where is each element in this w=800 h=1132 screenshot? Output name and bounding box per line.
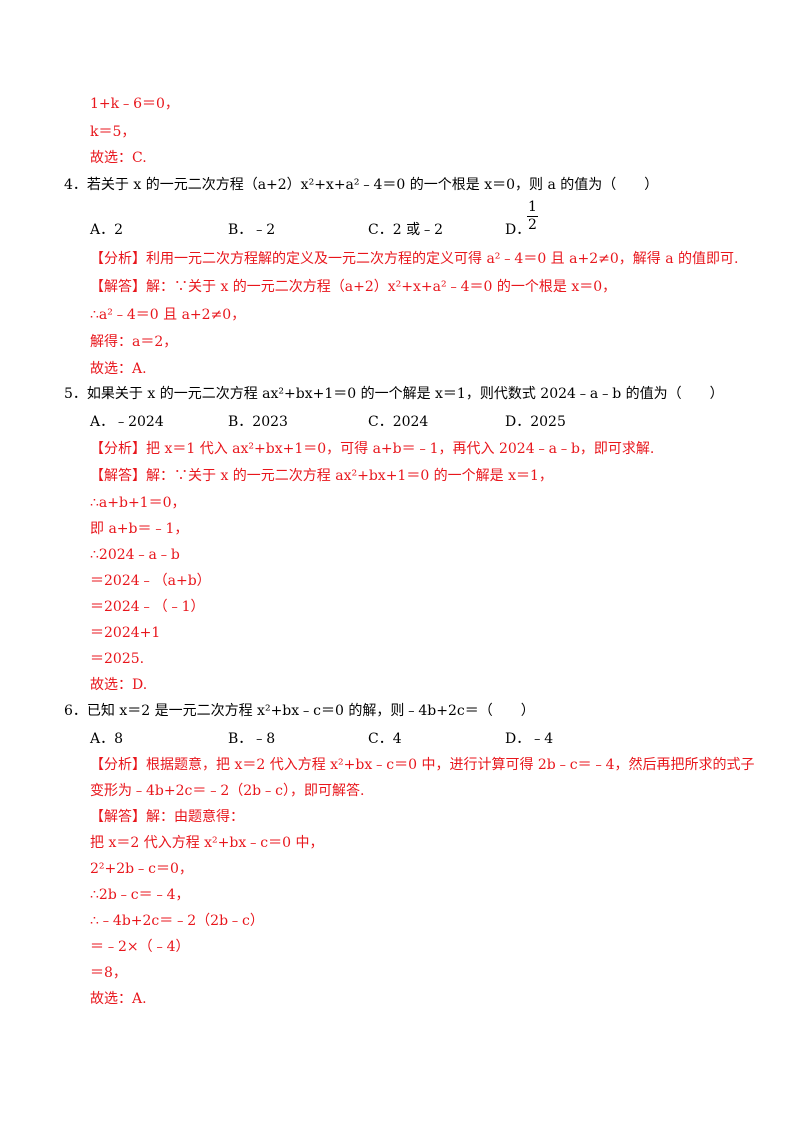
q6-answer-line: ∴2b﹣c＝﹣4， (90, 887, 190, 903)
q5-answer-line: 故选：D. (90, 677, 148, 693)
fraction-numerator: 1 (528, 199, 537, 215)
q6-answer-line: ＝8， (90, 965, 127, 981)
question-4-stem: 4．若关于 x 的一元二次方程（a+2）x²+x+a²﹣4＝0 的一个根是 x＝… (64, 177, 659, 193)
fraction-denominator: 2 (528, 217, 537, 233)
q4-answer-line: 【解答】解：∵关于 x 的一元二次方程（a+2）x²+x+a²﹣4＝0 的一个根… (90, 279, 617, 295)
q5-option-a: A．﹣2024 (90, 414, 164, 430)
q4-option-d: D． (505, 222, 531, 238)
q6-option-d: D．﹣4 (505, 731, 554, 747)
q4-option-b: B．﹣2 (228, 222, 276, 238)
q4-analysis: 【分析】利用一元二次方程解的定义及一元二次方程的定义可得 a²﹣4＝0 且 a+… (90, 251, 739, 267)
question-5-stem: 5．如果关于 x 的一元二次方程 ax²+bx+1＝0 的一个解是 x＝1，则代… (64, 386, 724, 402)
q5-answer-line: ＝2024﹣（a+b） (90, 573, 211, 589)
solution-line: 1+k﹣6＝0， (90, 96, 179, 112)
q5-option-d: D．2025 (505, 414, 566, 430)
q5-answer-line: ＝2024+1 (90, 625, 161, 641)
q6-analysis-line: 【分析】根据题意，把 x＝2 代入方程 x²+bx﹣c＝0 中，进行计算可得 2… (90, 757, 755, 773)
q4-answer-line: 故选：A. (90, 361, 147, 377)
q5-option-c: C．2024 (368, 414, 429, 430)
question-6-stem: 6．已知 x＝2 是一元二次方程 x²+bx﹣c＝0 的解，则﹣4b+2c＝（ … (64, 703, 535, 719)
q6-answer-line: 2²+2b﹣c＝0， (90, 861, 193, 877)
q5-answer-line: ＝2024﹣（﹣1） (90, 599, 205, 615)
q6-answer-line: 故选：A. (90, 991, 147, 1007)
solution-line: 故选：C. (90, 150, 147, 166)
q6-answer-line: ∴﹣4b+2c＝﹣2（2b﹣c） (90, 913, 264, 929)
q4-option-c: C．2 或﹣2 (368, 222, 443, 238)
q5-answer-line: 【解答】解：∵关于 x 的一元二次方程 ax²+bx+1＝0 的一个解是 x＝1… (90, 468, 553, 484)
q6-option-c: C．4 (368, 731, 402, 747)
fraction-bar (527, 216, 538, 217)
q5-answer-line: ∴2024﹣a﹣b (90, 547, 180, 563)
q5-answer-line: 即 a+b＝﹣1， (90, 521, 189, 537)
q5-answer-line: ＝2025. (90, 651, 145, 667)
q5-answer-line: ∴a+b+1＝0， (90, 495, 186, 511)
solution-line: k＝5， (90, 124, 136, 140)
q6-option-a: A．8 (90, 731, 124, 747)
q4-answer-line: 解得：a＝2， (90, 334, 178, 350)
q6-answer-line: ＝﹣2×（﹣4） (90, 939, 190, 955)
q4-option-a: A．2 (90, 222, 124, 238)
q4-option-d-fraction: 1 2 (527, 200, 538, 233)
q6-option-b: B．﹣8 (228, 731, 276, 747)
q6-answer-line: 【解答】解：由题意得： (90, 809, 244, 825)
q5-analysis: 【分析】把 x＝1 代入 ax²+bx+1＝0，可得 a+b＝﹣1，再代入 20… (90, 441, 655, 457)
q4-answer-line: ∴a²﹣4＝0 且 a+2≠0， (90, 307, 246, 323)
q5-option-b: B．2023 (228, 414, 288, 430)
q6-answer-line: 把 x＝2 代入方程 x²+bx﹣c＝0 中， (90, 835, 324, 851)
q6-analysis-line: 变形为﹣4b+2c＝﹣2（2b﹣c），即可解答. (90, 783, 365, 799)
